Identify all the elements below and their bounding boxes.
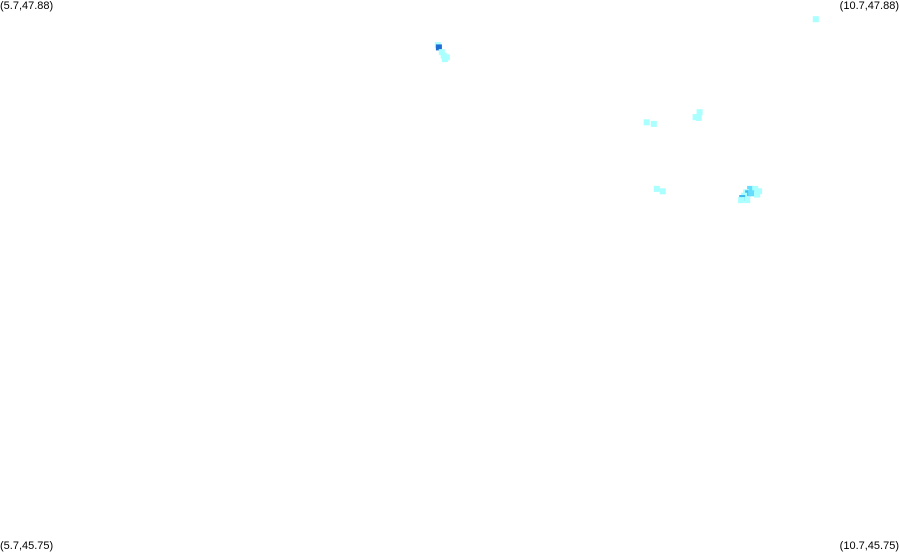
data-point-15 xyxy=(752,185,759,192)
bottom-right-coordinate-label: (10.7,45.75) xyxy=(839,540,899,552)
data-points-layer xyxy=(434,16,819,204)
data-point-6 xyxy=(441,56,448,63)
data-point-23 xyxy=(744,197,751,204)
data-point-10 xyxy=(643,119,650,126)
data-point-12 xyxy=(653,185,660,192)
data-point-9 xyxy=(695,114,702,121)
top-left-coordinate-label: (5.7,47.88) xyxy=(0,0,54,12)
data-point-11 xyxy=(650,120,657,127)
data-point-0 xyxy=(812,16,819,23)
data-point-13 xyxy=(659,188,666,195)
data-point-4 xyxy=(440,52,447,59)
data-point-7 xyxy=(696,109,703,116)
bottom-left-coordinate-label: (5.7,45.75) xyxy=(0,540,54,552)
data-point-14 xyxy=(747,185,754,192)
data-point-2 xyxy=(435,44,442,51)
data-point-19 xyxy=(748,190,755,197)
top-right-coordinate-label: (10.7,47.88) xyxy=(839,0,899,12)
data-point-18 xyxy=(745,190,752,197)
data-point-8 xyxy=(692,114,699,121)
data-point-3 xyxy=(438,49,445,56)
data-point-24 xyxy=(738,197,745,204)
data-point-20 xyxy=(754,191,761,198)
data-point-16 xyxy=(756,188,763,195)
